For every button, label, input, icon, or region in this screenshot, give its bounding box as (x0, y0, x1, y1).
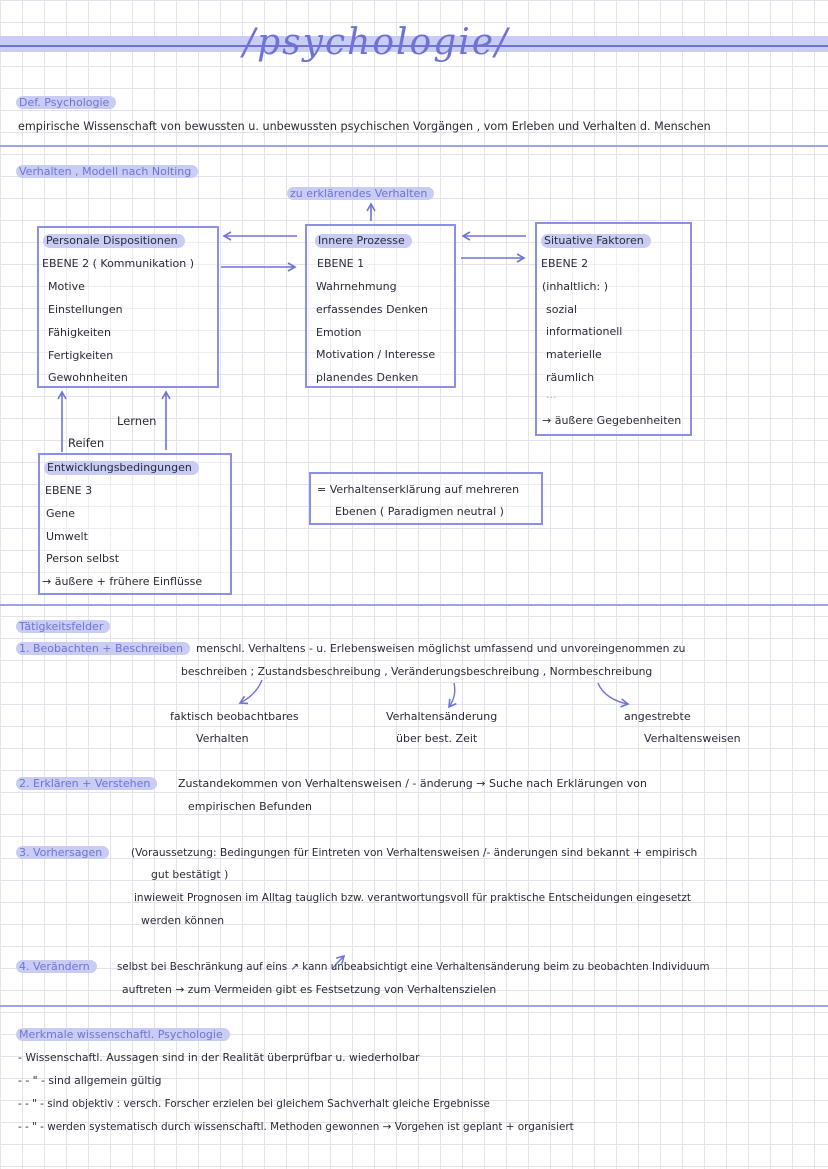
personal-item: Fähigkeiten (48, 326, 111, 339)
field2-line1: Zustandekommen von Verhaltensweisen / - … (178, 777, 647, 790)
field1-line1: menschl. Verhaltens - u. Erlebensweisen … (196, 642, 686, 655)
inner-processes-box: Innere Prozesse EBENE 1 Wahrnehmung erfa… (305, 224, 456, 388)
field1-sub3-b: Verhaltensweisen (644, 732, 741, 745)
features-item: - - " - sind objektiv : versch. Forscher… (18, 1098, 490, 1110)
inner-title: Innere Prozesse (315, 234, 412, 248)
personal-item: Motive (48, 280, 85, 293)
development-title: Entwicklungsbedingungen (44, 461, 199, 475)
field2-label: 2. Erklären + Verstehen (16, 777, 158, 790)
situative-factors-box: Situative Faktoren EBENE 2 (inhaltlich: … (535, 222, 692, 436)
situative-item: sozial (546, 303, 578, 316)
divider-2 (0, 604, 828, 606)
field3-line3: inwieweit Prognosen im Alltag tauglich b… (134, 892, 692, 904)
field1-label: 1. Beobachten + Beschreiben (16, 642, 190, 655)
features-item: - Wissenschaftl. Aussagen sind in der Re… (18, 1051, 420, 1064)
field4-label: 4. Verändern (16, 960, 97, 973)
divider-3 (0, 1005, 828, 1007)
summary-line: Ebenen ( Paradigmen neutral ) (335, 505, 504, 518)
inner-item: erfassendes Denken (316, 303, 429, 316)
field4-line2: auftreten → zum Vermeiden gibt es Festse… (122, 983, 497, 996)
model-target: zu erklärendes Verhalten (287, 187, 435, 200)
arrow-norm (597, 682, 630, 708)
features-item: - - " - werden systematisch durch wissen… (18, 1121, 574, 1133)
title-line (0, 45, 828, 47)
development-level: EBENE 3 (45, 484, 93, 497)
personal-item: Gewohnheiten (48, 371, 128, 384)
page-title: /psychologie/ (243, 22, 510, 63)
situative-item: (inhaltlich: ) (542, 280, 609, 293)
development-item: → äußere + frühere Einflüsse (42, 575, 203, 588)
personal-item: Einstellungen (48, 303, 123, 316)
summary-box: = Verhaltenserklärung auf mehreren Ebene… (309, 472, 543, 525)
field4-line1: selbst bei Beschränkung auf eins ↗ kann … (117, 961, 710, 973)
development-conditions-box: Entwicklungsbedingungen EBENE 3 Gene Umw… (38, 453, 232, 595)
situative-item: → äußere Gegebenheiten (542, 414, 682, 427)
inner-level: EBENE 1 (317, 257, 365, 270)
personal-level: EBENE 2 ( Kommunikation ) (42, 257, 195, 270)
inner-item: planendes Denken (316, 371, 419, 384)
field3-line2: gut bestätigt ) (151, 868, 229, 881)
arrow-eins (331, 954, 346, 970)
title-band (0, 36, 828, 52)
personal-title: Personale Dispositionen (43, 234, 185, 248)
situative-item: räumlich (546, 371, 595, 384)
inner-item: Wahrnehmung (316, 280, 397, 293)
definition-text: empirische Wissenschaft von bewussten u.… (18, 120, 711, 133)
model-label: Verhalten , Modell nach Nolting (16, 165, 199, 178)
field1-sub1-a: faktisch beobachtbares (170, 710, 299, 723)
field3-label: 3. Vorhersagen (16, 846, 110, 859)
arrow-veraenderung (448, 682, 457, 709)
field3-line4: werden können (141, 914, 225, 927)
field1-sub1-b: Verhalten (196, 732, 249, 745)
field1-sub2-b: über best. Zeit (396, 732, 478, 745)
arrow-zustand (238, 679, 263, 705)
development-item: Person selbst (46, 552, 120, 565)
learn-label: Lernen (117, 414, 157, 428)
summary-line: = Verhaltenserklärung auf mehreren (317, 483, 520, 496)
divider-1 (0, 145, 828, 147)
situative-item: informationell (546, 325, 623, 338)
inner-item: Emotion (316, 326, 362, 339)
development-item: Gene (46, 507, 76, 520)
situative-title: Situative Faktoren (541, 234, 651, 248)
field1-sub2-a: Verhaltensänderung (386, 710, 498, 723)
personal-dispositions-box: Personale Dispositionen EBENE 2 ( Kommun… (37, 226, 219, 388)
features-item: - - " - sind allgemein gültig (18, 1074, 162, 1087)
field1-line2: beschreiben ; Zustandsbeschreibung , Ver… (181, 665, 653, 678)
situative-item: ... (546, 388, 557, 401)
field3-line1: (Voraussetzung: Bedingungen für Eintrete… (131, 847, 698, 859)
definition-label: Def. Psychologie (16, 96, 117, 109)
situative-item: materielle (546, 348, 602, 361)
features-label: Merkmale wissenschaftl. Psychologie (16, 1028, 230, 1041)
development-item: Umwelt (46, 530, 88, 543)
personal-item: Fertigkeiten (48, 349, 114, 362)
mature-label: Reifen (68, 436, 105, 450)
field2-line2: empirischen Befunden (188, 800, 312, 813)
situative-level: EBENE 2 (541, 257, 589, 270)
field1-sub3-a: angestrebte (624, 710, 691, 723)
fields-label: Tätigkeitsfelder (16, 620, 111, 633)
inner-item: Motivation / Interesse (316, 348, 436, 361)
